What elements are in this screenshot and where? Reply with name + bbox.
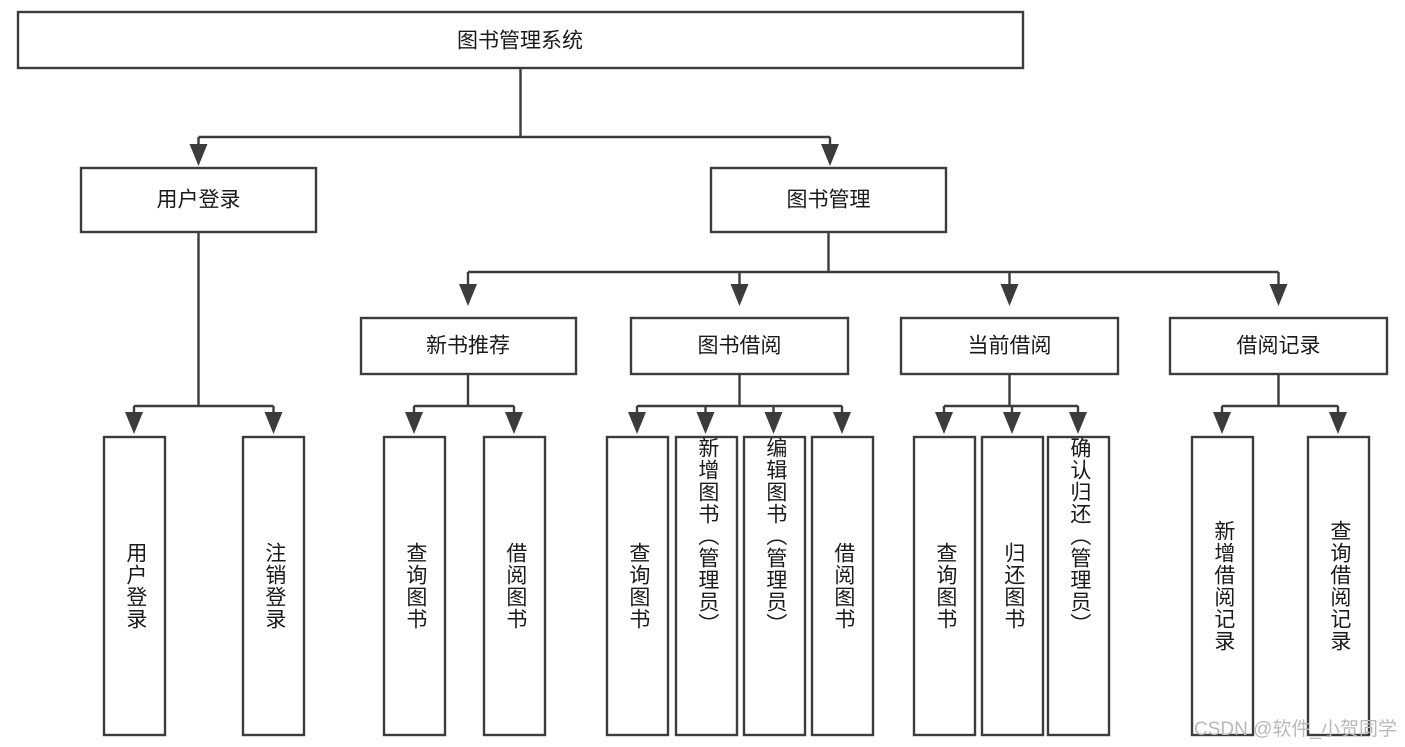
node-current-borrow-label: 当前借阅 <box>968 335 1052 358</box>
node-new-book-recommend-label: 新书推荐 <box>426 335 510 358</box>
connector-bookborrow-to-leaves <box>628 374 851 434</box>
node-book-management-label: 图书管理 <box>787 189 871 212</box>
node-borrow-record-label: 借阅记录 <box>1237 335 1321 358</box>
leaf-box-newbook-1[interactable] <box>382 435 447 737</box>
leaf-box-bookborrow-1[interactable] <box>605 435 670 737</box>
node-new-book-recommend[interactable]: 新书推荐 <box>359 316 578 376</box>
node-current-borrow[interactable]: 当前借阅 <box>899 316 1120 376</box>
connector-currentborrow-to-leaves <box>935 374 1087 434</box>
node-root-book-management-system[interactable]: 图书管理系统 <box>16 10 1025 70</box>
leaf-box-bookborrow-4[interactable] <box>810 435 875 737</box>
leaf-box-bookborrow-2[interactable] <box>674 435 739 737</box>
leaf-box-newbook-2[interactable] <box>482 435 547 737</box>
node-borrow-record[interactable]: 借阅记录 <box>1168 316 1389 376</box>
connector-borrowrecord-to-leaves <box>1213 374 1347 434</box>
node-user-login[interactable]: 用户登录 <box>79 166 318 234</box>
leaf-box-currentborrow-1[interactable] <box>912 435 977 737</box>
node-book-management[interactable]: 图书管理 <box>709 166 948 234</box>
connector-userlogin-to-leaves <box>125 232 283 434</box>
leaf-box-user-login-2[interactable] <box>241 435 306 737</box>
connector-bookmgmt-to-level3 <box>459 232 1288 306</box>
node-root-label: 图书管理系统 <box>457 30 583 53</box>
leaf-box-borrowrecord-1[interactable] <box>1190 435 1255 737</box>
node-user-login-label: 用户登录 <box>157 189 241 212</box>
leaf-box-user-login-1[interactable] <box>102 435 167 737</box>
node-book-borrow[interactable]: 图书借阅 <box>629 316 850 376</box>
connector-newbook-to-leaves <box>405 374 523 434</box>
leaf-box-currentborrow-2[interactable] <box>980 435 1045 737</box>
leaf-box-currentborrow-3[interactable] <box>1046 435 1111 737</box>
leaf-box-bookborrow-3[interactable] <box>742 435 807 737</box>
node-book-borrow-label: 图书借阅 <box>698 335 782 358</box>
connector-root-to-level2 <box>189 68 839 166</box>
leaf-box-borrowrecord-2[interactable] <box>1306 435 1371 737</box>
